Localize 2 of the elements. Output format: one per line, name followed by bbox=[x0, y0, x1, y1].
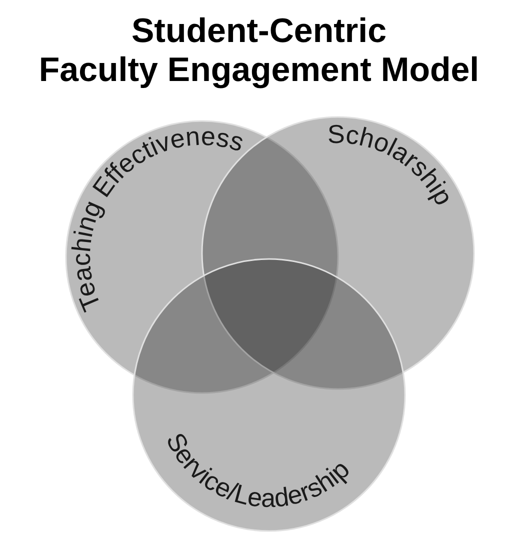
diagram-title: Student-Centric Faculty Engagement Model bbox=[38, 12, 480, 90]
venn-circle bbox=[132, 258, 406, 532]
